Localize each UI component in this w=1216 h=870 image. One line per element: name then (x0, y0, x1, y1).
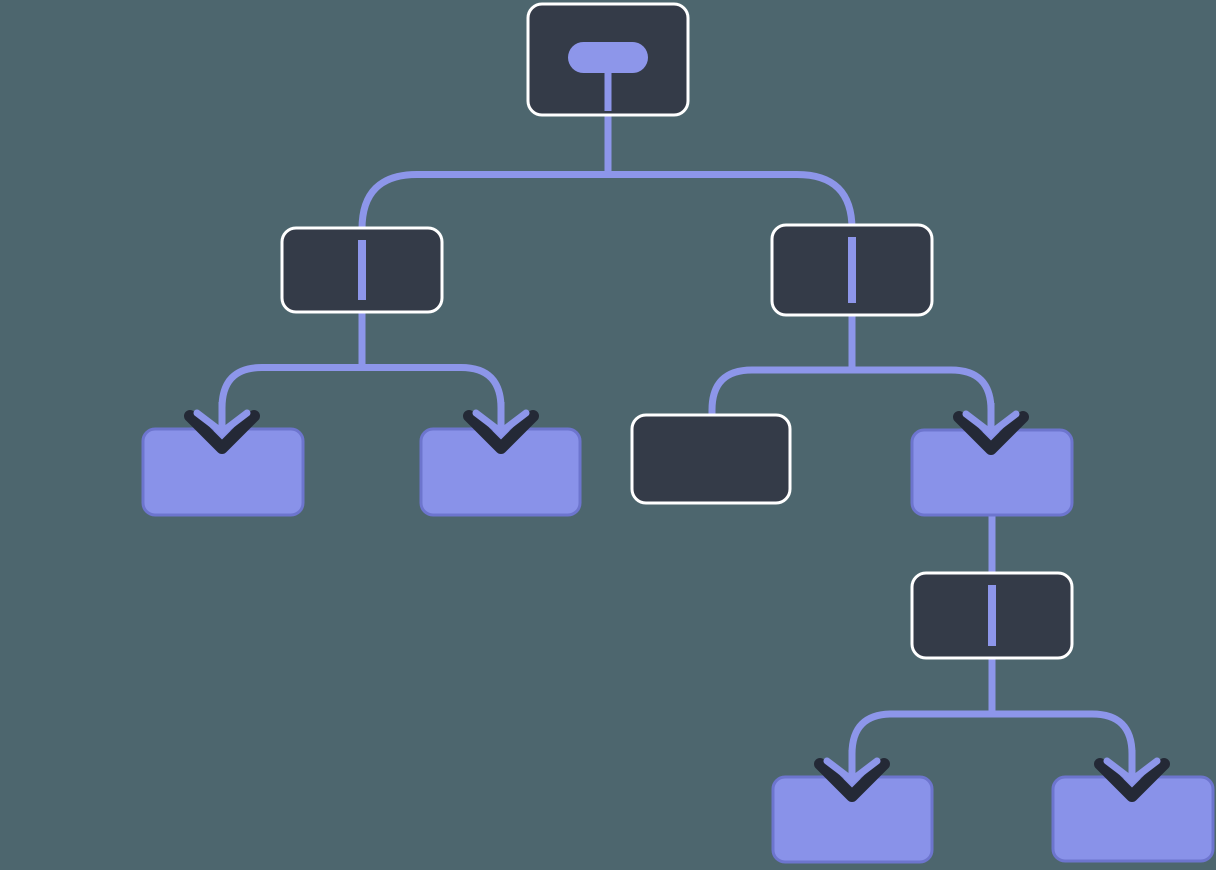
arrow-chevron (823, 757, 881, 784)
double-chevron-down-icon (463, 402, 539, 454)
node-root[interactable] (526, 2, 690, 117)
vertical-line-icon (848, 237, 856, 303)
arrow-chevron (193, 409, 251, 436)
vertical-line-icon (988, 585, 996, 646)
vertical-line-icon (358, 240, 366, 300)
node-body-task-empty[interactable] (630, 413, 792, 505)
pill-icon (568, 42, 648, 73)
arrow-chevron (1103, 757, 1161, 784)
node-seq-right[interactable] (770, 223, 934, 317)
edge-fork-top (358, 171, 856, 232)
node-task-empty[interactable] (630, 413, 792, 505)
node-seq-left[interactable] (280, 226, 444, 314)
arrow-chevron (472, 409, 530, 436)
chevron-shadow (953, 411, 1029, 455)
double-chevron-down-icon (1094, 750, 1170, 802)
chevron-shadow (184, 410, 260, 454)
edge-fork-left (218, 364, 505, 432)
node-seq-bottom[interactable] (910, 571, 1074, 660)
arrow-chevron (962, 410, 1020, 437)
pill-stem (604, 69, 612, 111)
chevron-shadow (814, 758, 890, 802)
edge-fork-bottom (848, 710, 1136, 780)
double-chevron-down-icon (814, 750, 890, 802)
double-chevron-down-icon (953, 403, 1029, 455)
double-chevron-down-icon (184, 402, 260, 454)
edge-fork-right (708, 366, 995, 433)
chevron-shadow (463, 410, 539, 454)
chevron-shadow (1094, 758, 1170, 802)
